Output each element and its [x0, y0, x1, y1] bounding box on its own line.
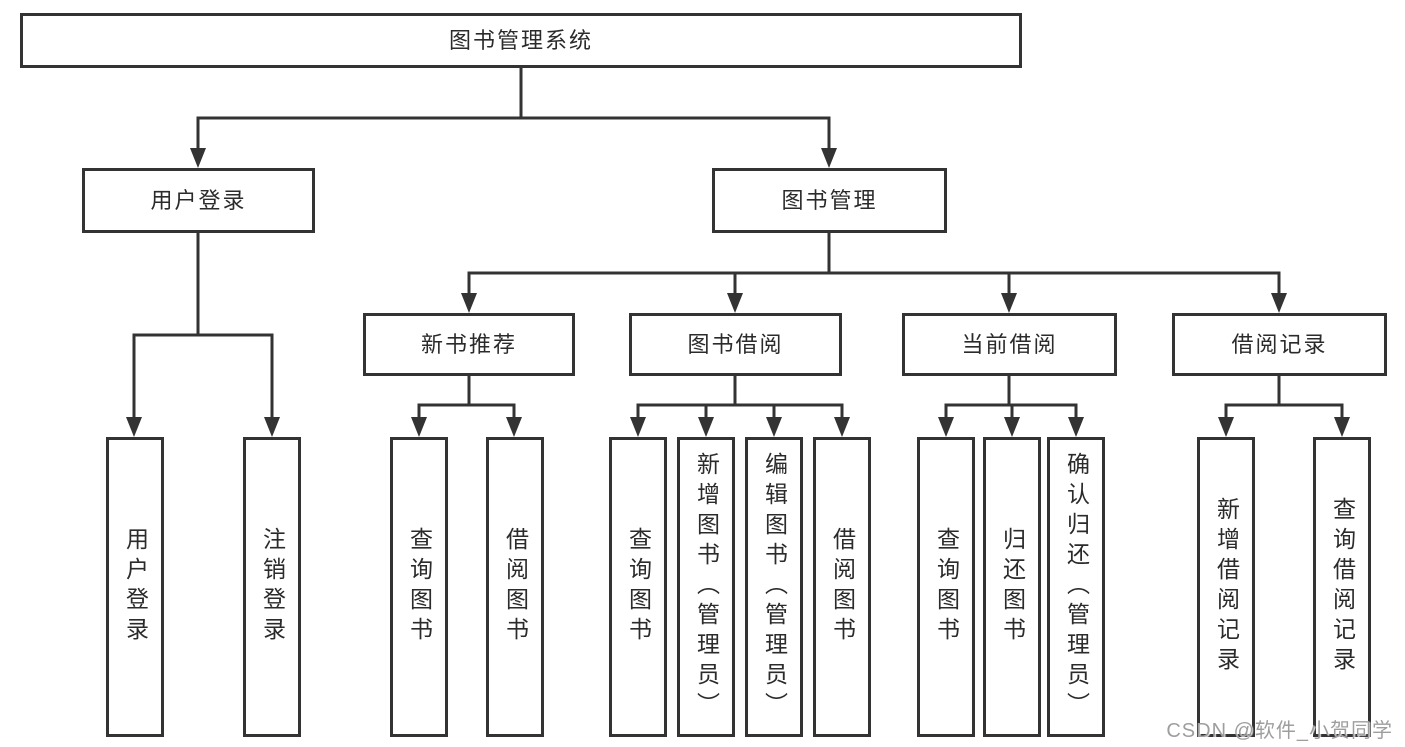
node-borrowing-records: 借阅记录: [1172, 313, 1387, 376]
node-label: 查询图书: [933, 527, 960, 647]
node-borrow-books: 借阅图书: [813, 437, 871, 737]
arrowhead-icon: [727, 293, 743, 313]
arrowhead-icon: [1004, 417, 1020, 437]
node-label: 新书推荐: [420, 331, 517, 357]
arrowhead-icon: [411, 417, 427, 437]
connector-current-to-children: [944, 376, 1078, 419]
arrowhead-icon: [190, 148, 206, 168]
arrowhead-icon: [1218, 417, 1234, 437]
connector-newbooks-to-children: [417, 376, 516, 419]
arrowhead-icon: [630, 417, 646, 437]
arrowhead-icon: [834, 417, 850, 437]
node-query-books: 查询图书: [390, 437, 448, 737]
arrowhead-icon: [698, 417, 714, 437]
node-return-books: 归还图书: [983, 437, 1041, 737]
node-label: 确认归还（管理员）: [1063, 452, 1090, 722]
arrowhead-icon: [126, 417, 142, 437]
connector-bookmgmt-to-groups: [467, 233, 1281, 295]
connector-arrowheads: [126, 148, 1350, 437]
connector-records-to-children: [1224, 376, 1344, 419]
node-user-login-branch: 用户登录: [82, 168, 315, 233]
node-label: 新增图书（管理员）: [693, 452, 720, 722]
node-label: 图书管理系统: [448, 27, 593, 53]
node-query-borrow-record: 查询借阅记录: [1313, 437, 1371, 737]
node-current-borrowing: 当前借阅: [902, 313, 1117, 376]
node-label: 借阅记录: [1231, 331, 1328, 357]
node-label: 查询借阅记录: [1329, 497, 1356, 677]
arrowhead-icon: [264, 417, 280, 437]
arrowhead-icon: [1068, 417, 1084, 437]
arrowhead-icon: [1334, 417, 1350, 437]
connector-userlogin-to-children: [132, 233, 274, 419]
arrowhead-icon: [766, 417, 782, 437]
node-query-books: 查询图书: [609, 437, 667, 737]
connector-paths: [132, 68, 1344, 419]
connector-root-to-level2: [196, 68, 831, 150]
node-new-book-recommend: 新书推荐: [363, 313, 575, 376]
node-label: 图书借阅: [687, 331, 784, 357]
node-edit-books-admin: 编辑图书（管理员）: [745, 437, 803, 737]
node-query-books: 查询图书: [917, 437, 975, 737]
node-label: 借阅图书: [829, 527, 856, 647]
csdn-watermark: CSDN @软件_小贺同学: [1166, 720, 1393, 742]
node-book-borrowing: 图书借阅: [629, 313, 842, 376]
node-label: 查询图书: [406, 527, 433, 647]
node-label: 用户登录: [150, 187, 247, 213]
arrowhead-icon: [461, 293, 477, 313]
node-label: 当前借阅: [961, 331, 1058, 357]
arrowhead-icon: [506, 417, 522, 437]
arrowhead-icon: [1001, 293, 1017, 313]
node-label: 图书管理: [781, 187, 878, 213]
node-logout: 注销登录: [243, 437, 301, 737]
arrowhead-icon: [1271, 293, 1287, 313]
node-label: 用户登录: [122, 527, 149, 647]
arrowhead-icon: [938, 417, 954, 437]
node-borrow-books: 借阅图书: [486, 437, 544, 737]
node-label: 编辑图书（管理员）: [761, 452, 788, 722]
connector-borrow-to-children: [636, 376, 844, 419]
node-label: 归还图书: [999, 527, 1026, 647]
node-label: 借阅图书: [502, 527, 529, 647]
arrowhead-icon: [821, 148, 837, 168]
node-label: 新增借阅记录: [1213, 497, 1240, 677]
node-library-system: 图书管理系统: [20, 13, 1022, 68]
node-book-management-branch: 图书管理: [712, 168, 947, 233]
node-add-books-admin: 新增图书（管理员）: [677, 437, 735, 737]
node-label: 查询图书: [625, 527, 652, 647]
node-add-borrow-record: 新增借阅记录: [1197, 437, 1255, 737]
node-label: 注销登录: [259, 527, 286, 647]
node-confirm-return-admin: 确认归还（管理员）: [1047, 437, 1105, 737]
node-user-login: 用户登录: [106, 437, 164, 737]
